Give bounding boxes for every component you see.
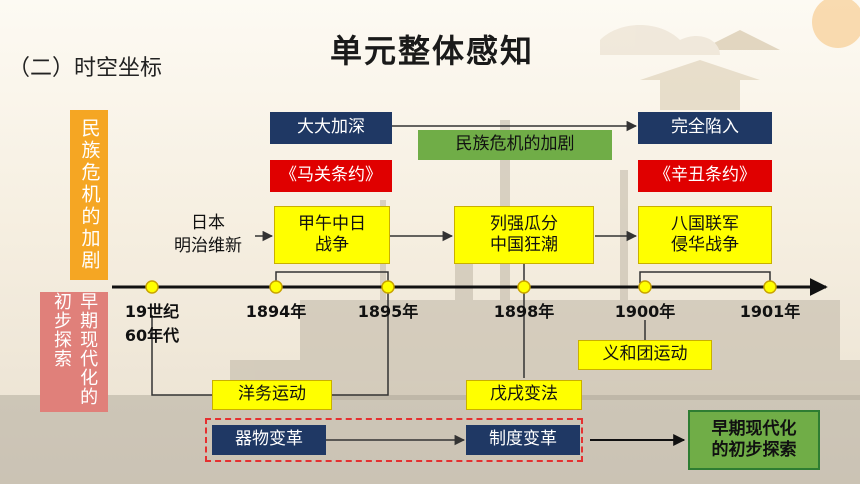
page-subtitle: （二）时空坐标: [8, 56, 163, 81]
line-1860s-down: [151, 315, 212, 396]
box-boxer-movement: 义和团运动: [578, 340, 712, 370]
box-sino-japanese-war: 甲午中日 战争: [274, 206, 390, 264]
side-label-crisis: 民族危机的加剧: [70, 110, 108, 280]
tick-1901: 1901年: [739, 302, 801, 321]
side-label-modernization: 早期现代化的初步探索: [40, 292, 108, 412]
box-material-reform: 器物变革: [212, 425, 326, 455]
tick-1900: 1900年: [614, 302, 676, 321]
dashed-frame-reforms: [205, 418, 583, 462]
timeline-dot-1895: [381, 280, 395, 294]
box-treaty-boxer-protocol: 《辛丑条约》: [638, 160, 772, 192]
bracket-1900-1901: [639, 271, 771, 283]
tick-1898: 1898年: [493, 302, 555, 321]
tick-1860s: 19世纪 60年代: [124, 302, 180, 345]
box-hundred-days-reform: 戊戌变法: [466, 380, 582, 410]
box-eight-nation-alliance: 八国联军 侵华战争: [638, 206, 772, 264]
box-treaty-shimonoseki: 《马关条约》: [270, 160, 392, 192]
tick-1895: 1895年: [357, 302, 419, 321]
box-deepened: 大大加深: [270, 112, 392, 144]
tick-1894: 1894年: [245, 302, 307, 321]
box-institutional-reform: 制度变革: [466, 425, 580, 455]
bracket-1894-1895: [275, 271, 389, 283]
box-self-strengthening: 洋务运动: [212, 380, 332, 410]
text-meiji-restoration: 日本 明治维新: [174, 213, 242, 256]
timeline-dot-1900: [638, 280, 652, 294]
box-crisis-intensified: 民族危机的加剧: [418, 130, 612, 160]
box-scramble-for-china: 列强瓜分 中国狂潮: [454, 206, 594, 264]
line-1895-down: [332, 290, 389, 396]
box-early-modernization: 早期现代化 的初步探索: [688, 410, 820, 470]
timeline-dot-1860s: [145, 280, 159, 294]
timeline-dot-1898: [517, 280, 531, 294]
page-title: 单元整体感知: [330, 32, 535, 70]
box-fully-fallen: 完全陷入: [638, 112, 772, 144]
timeline-dot-1901: [763, 280, 777, 294]
timeline-dot-1894: [269, 280, 283, 294]
